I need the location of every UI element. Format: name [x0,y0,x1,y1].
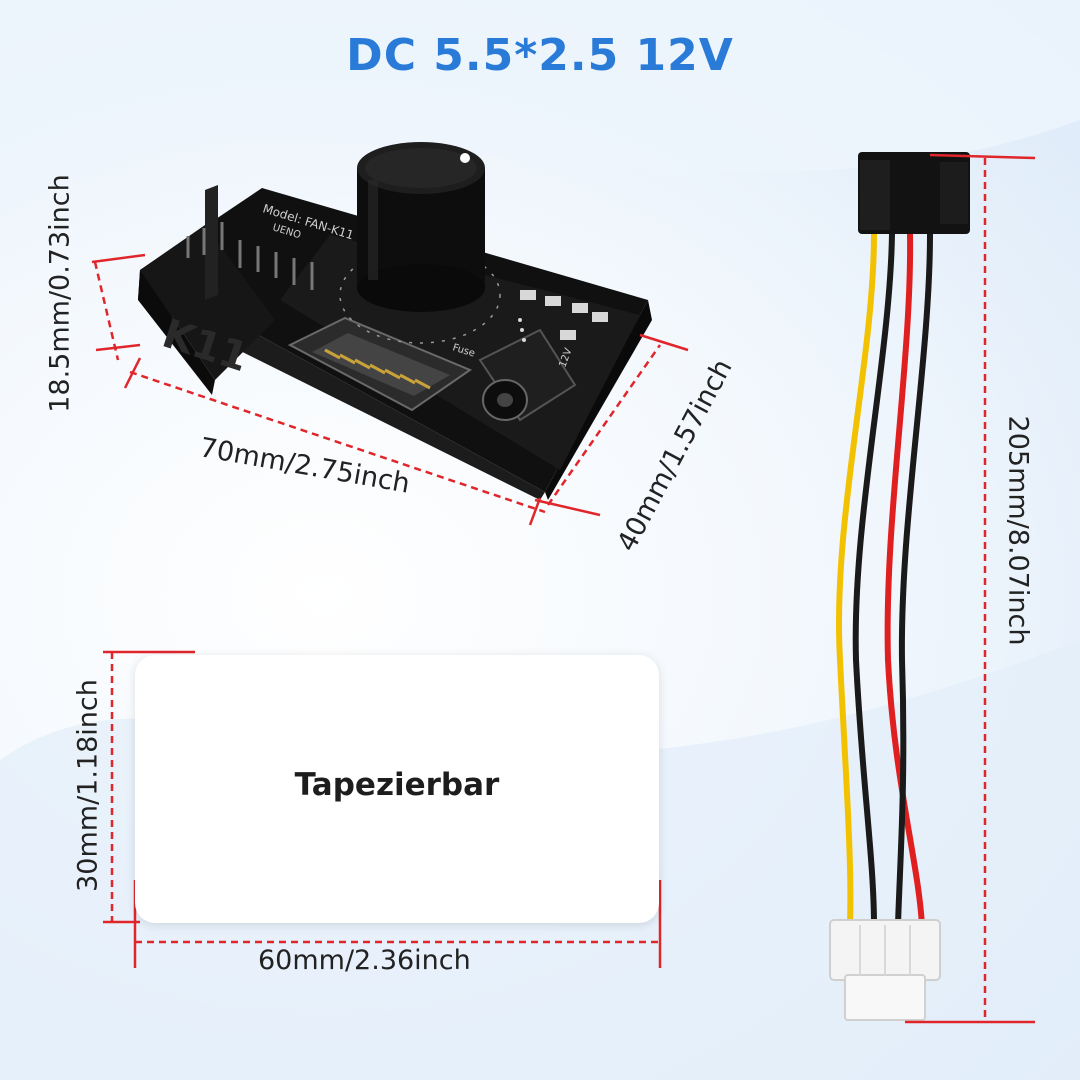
pin-headers [186,222,314,290]
card-label-text: Tapezierbar [294,767,500,803]
board-indicator-icons [518,290,608,342]
wire-black-1 [852,233,895,926]
wallpaperable-label-card: Tapezierbar [135,655,659,923]
wire-yellow [835,233,877,926]
dial-scale [339,246,501,344]
wire-black-2 [895,233,933,926]
sata-molex-cable [829,152,970,1021]
speed-knob [357,142,485,312]
dimension-label-height: 30mm/1.18inch [72,679,104,892]
product-title: DC 5.5*2.5 12V [0,30,1080,81]
dimension-label-width: 60mm/2.36inch [258,945,471,976]
wire-red [884,233,925,926]
dimension-height-board: 18.5mm/0.73inch [44,174,76,413]
dimension-cable-length: 205mm/8.07inch [1002,415,1034,646]
dc-power-jack [478,328,577,422]
molex-plug [829,919,941,1021]
title-text: DC 5.5*2.5 12V [346,30,734,81]
sata-power-port [287,316,473,412]
fan-controller-board: K11 [138,142,652,500]
